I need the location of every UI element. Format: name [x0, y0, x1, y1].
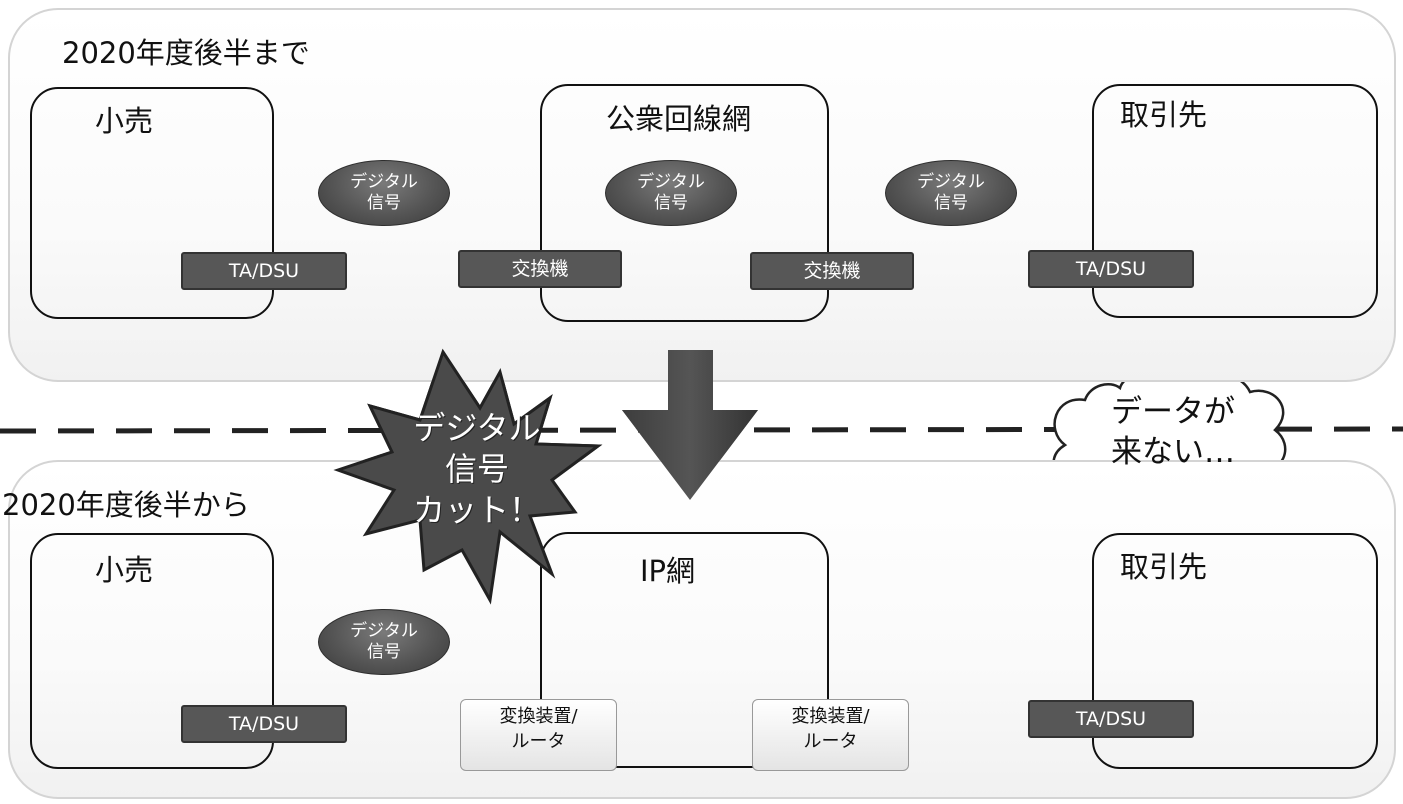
router-label-line2: ルータ [511, 731, 566, 752]
signal-line1: デジタル [637, 172, 705, 192]
partner-label: 取引先 [1120, 98, 1208, 132]
burst-text: デジタル 信号 カット！ [402, 408, 552, 531]
ta-dsu-label: TA/DSU [1028, 700, 1194, 738]
retail-box [30, 533, 274, 769]
digital-signal-oval: デジタル 信号 [605, 160, 737, 226]
retail-label: 小売 [95, 553, 154, 587]
digital-signal-oval: デジタル 信号 [318, 609, 450, 675]
partner-label: 取引先 [1120, 550, 1208, 584]
router-label: 変換装置/ ルータ [752, 699, 909, 771]
public-network-box [540, 84, 829, 322]
switch-label: 交換機 [458, 250, 622, 288]
switch-label: 交換機 [750, 252, 914, 290]
ta-dsu-label: TA/DSU [181, 252, 347, 290]
burst-line3: カット！ [412, 491, 541, 529]
signal-line2: 信号 [934, 193, 968, 213]
signal-line2: 信号 [367, 193, 401, 213]
retail-label: 小売 [95, 104, 154, 138]
digital-signal-oval: デジタル 信号 [885, 160, 1017, 226]
signal-line1: デジタル [350, 172, 418, 192]
ta-dsu-label: TA/DSU [1028, 250, 1194, 288]
burst-line1: デジタル [413, 409, 541, 447]
ip-network-box [540, 532, 829, 768]
partner-box [1092, 84, 1378, 318]
public-network-label: 公衆回線網 [606, 102, 752, 136]
signal-line2: 信号 [654, 193, 688, 213]
router-label-line1: 変換装置/ [791, 706, 870, 727]
after-title: 2020年度後半から [2, 488, 250, 522]
thought-line2: 来ない… [1111, 434, 1235, 470]
ta-dsu-label: TA/DSU [181, 705, 347, 743]
router-label-line2: ルータ [803, 731, 858, 752]
burst-line2: 信号 [444, 450, 509, 488]
digital-signal-oval: デジタル 信号 [318, 160, 450, 226]
retail-box [30, 87, 274, 319]
signal-line1: デジタル [917, 172, 985, 192]
router-label: 変換装置/ ルータ [460, 699, 617, 771]
ip-network-label: IP網 [640, 554, 696, 588]
thought-line1: データが [1111, 394, 1235, 430]
thought-text: データが 来ない… [1088, 392, 1258, 472]
partner-box [1092, 533, 1378, 769]
signal-line1: デジタル [350, 621, 418, 641]
before-title: 2020年度後半まで [62, 36, 310, 70]
router-label-line1: 変換装置/ [499, 706, 578, 727]
signal-line2: 信号 [367, 642, 401, 662]
